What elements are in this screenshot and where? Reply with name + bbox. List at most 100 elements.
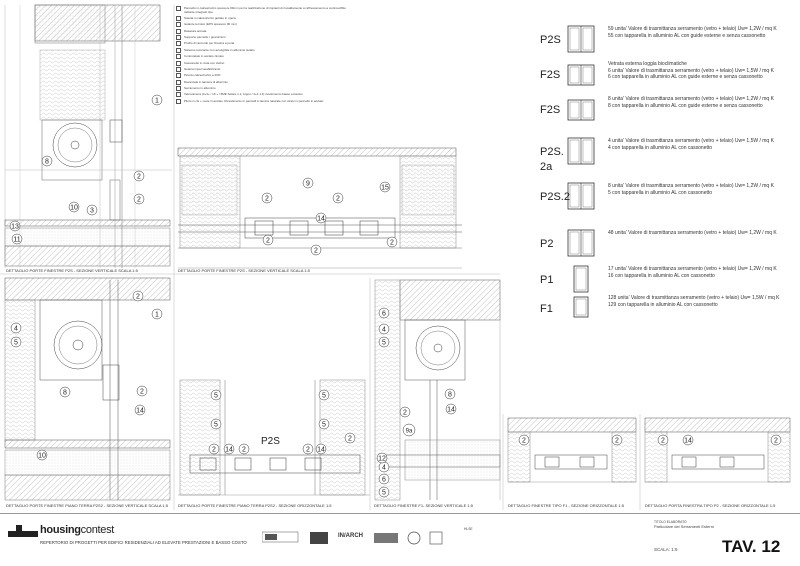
callout-12: 12	[376, 452, 388, 464]
svg-text:2: 2	[522, 438, 526, 445]
callout-8a: 8	[41, 155, 53, 167]
caption-f1-horizontal: DETTAGLIO FINESTRE TIPO F1 - SEZIONE ORI…	[508, 503, 625, 508]
callout-2p: 2	[657, 434, 669, 446]
svg-text:5: 5	[322, 422, 326, 429]
callout-2c: 2	[132, 290, 144, 302]
caption-p2-horizontal: DETTAGLIO PORTA FINESTRA TIPO P2 - SEZIO…	[645, 503, 776, 508]
svg-text:2: 2	[265, 196, 269, 203]
svg-text:15: 15	[381, 185, 389, 192]
callout-2a: 2	[133, 170, 145, 182]
svg-text:2: 2	[136, 294, 140, 301]
svg-text:5: 5	[322, 393, 326, 400]
note-item: Piccolo calcestruzzo a 20%	[176, 73, 346, 79]
callout-4c: 4	[378, 461, 390, 473]
note-item: Supporto pannello / guarnizioni	[176, 34, 346, 40]
window-type-icon	[567, 64, 595, 86]
callout-2r: 2	[399, 406, 411, 418]
svg-text:9a: 9a	[406, 429, 413, 435]
p2s-drawing-label: P2S	[261, 436, 280, 447]
note-item: Controtelaio in acciaio zincato	[176, 54, 346, 60]
callout-4b: 4	[378, 323, 390, 335]
svg-text:8: 8	[448, 392, 452, 399]
svg-text:1: 1	[155, 98, 159, 105]
callout-11: 11	[11, 233, 23, 245]
window-type-icon	[567, 99, 595, 121]
legend-row: P2S.2 8 unita' Valore di trasmittanza se…	[536, 182, 786, 227]
brand-subtitle: REPERTORIO DI PROGETTI PER EDIFICI RESID…	[40, 540, 247, 545]
callout-5f: 5	[210, 418, 222, 430]
callout-5g: 5	[318, 418, 330, 430]
callout-14f: 14	[682, 434, 694, 446]
svg-text:4: 4	[14, 326, 18, 333]
svg-text:2: 2	[774, 438, 778, 445]
caption-p2s-horizontal: DETTAGLIO PORTE FINESTRE P2S - SEZIONE V…	[178, 268, 310, 273]
callout-13: 13	[9, 220, 21, 232]
callout-2d: 2	[136, 385, 148, 397]
svg-text:12: 12	[378, 456, 386, 463]
note-item: Soletta in calcestruzzo gettato in opera	[176, 15, 346, 21]
window-type-icon	[573, 265, 589, 293]
note-item: Vetrocamera (4+4+ / 16 + / 6ME Solare 1.…	[176, 92, 346, 98]
svg-text:5: 5	[214, 393, 218, 400]
svg-text:2: 2	[661, 438, 665, 445]
sheet-number: TAV. 12	[722, 537, 781, 556]
callout-2o: 2	[611, 434, 623, 446]
legend-row: P1 17 unita' Valore di trasmittanza serr…	[536, 265, 786, 310]
panel-f1-vertical	[374, 279, 501, 501]
scale-value: SCALA: 1:5	[654, 547, 678, 552]
caption-p2s-vertical: DETTAGLIO PORTE FINESTRE P2S - SEZIONE V…	[6, 268, 138, 273]
window-type-icon	[573, 296, 589, 318]
legend-row: F2S Vetrata esterna loggia bioclimatiche…	[536, 61, 786, 105]
callout-14a: 14	[134, 404, 146, 416]
note-item: Cassonetto in vista con cielino	[176, 60, 346, 66]
note-item: Plinto in cls + ruote in acciaio. Rivest…	[176, 98, 346, 104]
svg-text:2: 2	[390, 240, 394, 247]
svg-text:5: 5	[382, 490, 386, 497]
svg-text:2: 2	[137, 197, 141, 204]
callout-9: 9	[302, 177, 314, 189]
project-name: HLSE	[464, 527, 473, 531]
window-type-icon	[567, 229, 595, 257]
inarch-logo: IN/ARCH	[338, 533, 363, 539]
callout-9a: 9a	[402, 423, 416, 437]
callout-15: 15	[379, 181, 391, 193]
callout-6b: 6	[378, 473, 390, 485]
panel-p2s-vertical	[4, 4, 172, 268]
callout-5b: 5	[210, 389, 222, 401]
note-item: Pannello in calcestruzzo spessore 60mm p…	[176, 6, 346, 14]
callout-5e: 5	[378, 486, 390, 498]
svg-text:2: 2	[348, 436, 352, 443]
caption-p2s2-horizontal: DETTAGLIO PORTE FINESTRE PIANO TERRA P2S…	[178, 503, 332, 508]
svg-text:10: 10	[38, 453, 46, 460]
svg-text:2: 2	[140, 389, 144, 396]
callout-3: 3	[86, 204, 98, 216]
panel-p2s2-vertical	[4, 277, 171, 501]
svg-text:6: 6	[382, 311, 386, 318]
svg-text:2: 2	[137, 174, 141, 181]
caption-f1-vertical: DETTAGLIO FINESTRE F1- SEZIONE VERTICALE…	[374, 503, 473, 508]
callout-2i: 2	[386, 236, 398, 248]
svg-text:14: 14	[447, 407, 455, 414]
svg-text:2: 2	[336, 196, 340, 203]
callout-14e: 14	[445, 403, 457, 415]
svg-text:2: 2	[403, 410, 407, 417]
title-value: Particolare dei Serramenti Esterni	[654, 524, 714, 529]
panel-f1-horizontal	[507, 417, 637, 483]
callout-2e: 2	[261, 192, 273, 204]
callout-1: 1	[151, 94, 163, 106]
callout-2n: 2	[518, 434, 530, 446]
callout-2m: 2	[344, 432, 356, 444]
note-item: Isolante termico (EPS spessore 90 mm)	[176, 22, 346, 28]
title-block	[0, 513, 800, 566]
svg-text:8: 8	[45, 159, 49, 166]
callout-2g: 2	[262, 234, 274, 246]
svg-text:11: 11	[13, 237, 20, 244]
callout-14b: 14	[315, 212, 327, 224]
callout-5d: 5	[378, 336, 390, 348]
note-item: Sistema oscurante con avvolgibile in all…	[176, 47, 346, 53]
callout-4a: 4	[10, 322, 22, 334]
svg-text:14: 14	[317, 216, 325, 223]
